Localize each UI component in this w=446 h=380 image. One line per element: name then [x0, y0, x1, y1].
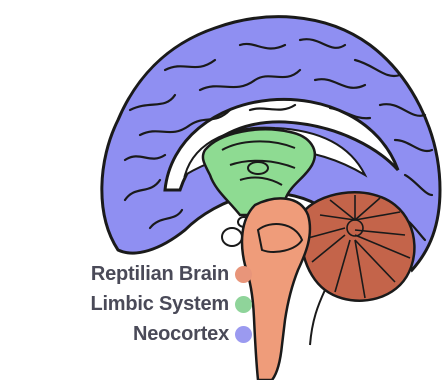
legend-label: Reptilian Brain	[91, 263, 229, 286]
cerebellum-region	[301, 192, 414, 300]
legend-dot-neocortex	[235, 326, 252, 343]
pituitary	[222, 228, 242, 246]
legend-label: Neocortex	[133, 323, 229, 346]
legend-item-limbic-system: Limbic System	[90, 290, 252, 318]
legend-label: Limbic System	[90, 293, 229, 316]
outline-stroke	[310, 290, 325, 345]
legend-item-neocortex: Neocortex	[133, 320, 252, 348]
legend-item-reptilian-brain: Reptilian Brain	[91, 260, 252, 288]
legend-dot-reptilian	[235, 266, 252, 283]
legend-dot-limbic	[235, 296, 252, 313]
